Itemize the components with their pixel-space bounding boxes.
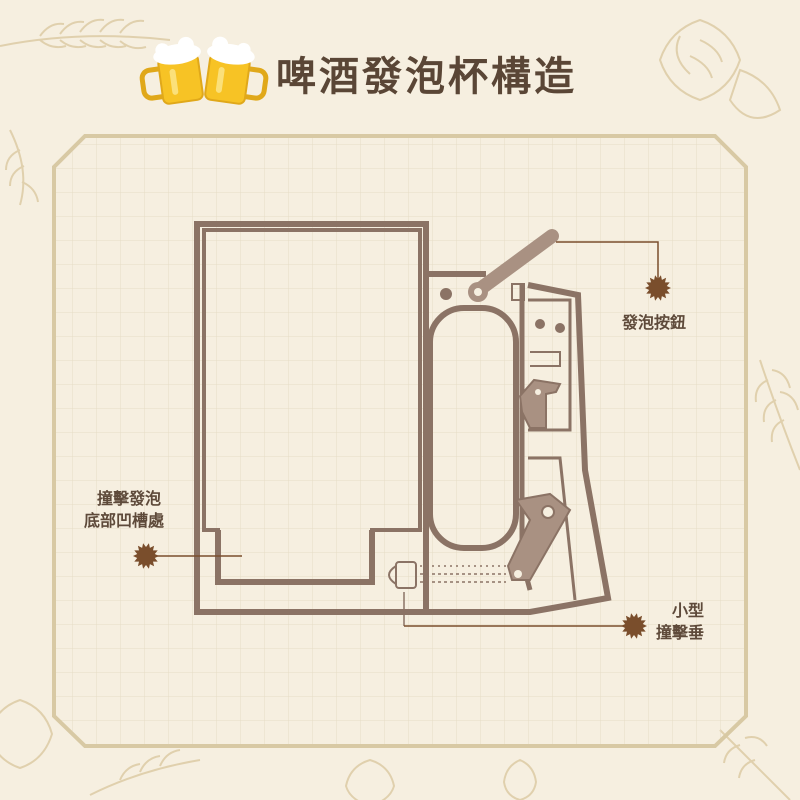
- label-bottom-groove-line-1: 撞擊發泡: [97, 489, 162, 508]
- marker-bottom-groove: [133, 543, 159, 569]
- diagram-frame: [52, 134, 748, 748]
- hammer-arm: [506, 492, 572, 581]
- label-hammer-line-2: 撞擊垂: [656, 623, 705, 642]
- wheat-icon: [0, 18, 171, 50]
- label-bottom-groove: 撞擊發泡 底部凹槽處: [84, 488, 164, 532]
- wheat-icon: [5, 129, 800, 800]
- marker-hammer: [621, 613, 647, 639]
- leader-lines: [146, 241, 659, 627]
- label-bottom-groove-line-2: 底部凹槽處: [84, 511, 165, 530]
- page-title: 啤酒發泡杯構造: [276, 54, 577, 100]
- handle-housing: [426, 271, 612, 615]
- spring-striker: [388, 561, 506, 626]
- handle-grip-slot: [427, 305, 519, 551]
- hop-icon: [0, 698, 538, 800]
- beer-mugs-icon: [139, 36, 269, 105]
- trigger-piece: [518, 378, 562, 429]
- foam-button-lever: [468, 229, 559, 302]
- leader-foam-button: [556, 241, 659, 288]
- hop-icon: [658, 18, 782, 119]
- marker-foam-button: [645, 275, 671, 301]
- label-hammer-line-1: 小型: [672, 601, 705, 620]
- label-hammer: 小型 撞擊垂: [656, 600, 704, 644]
- label-foam-button: 發泡按鈕: [622, 312, 686, 334]
- label-foam-button-line-1: 發泡按鈕: [622, 313, 687, 332]
